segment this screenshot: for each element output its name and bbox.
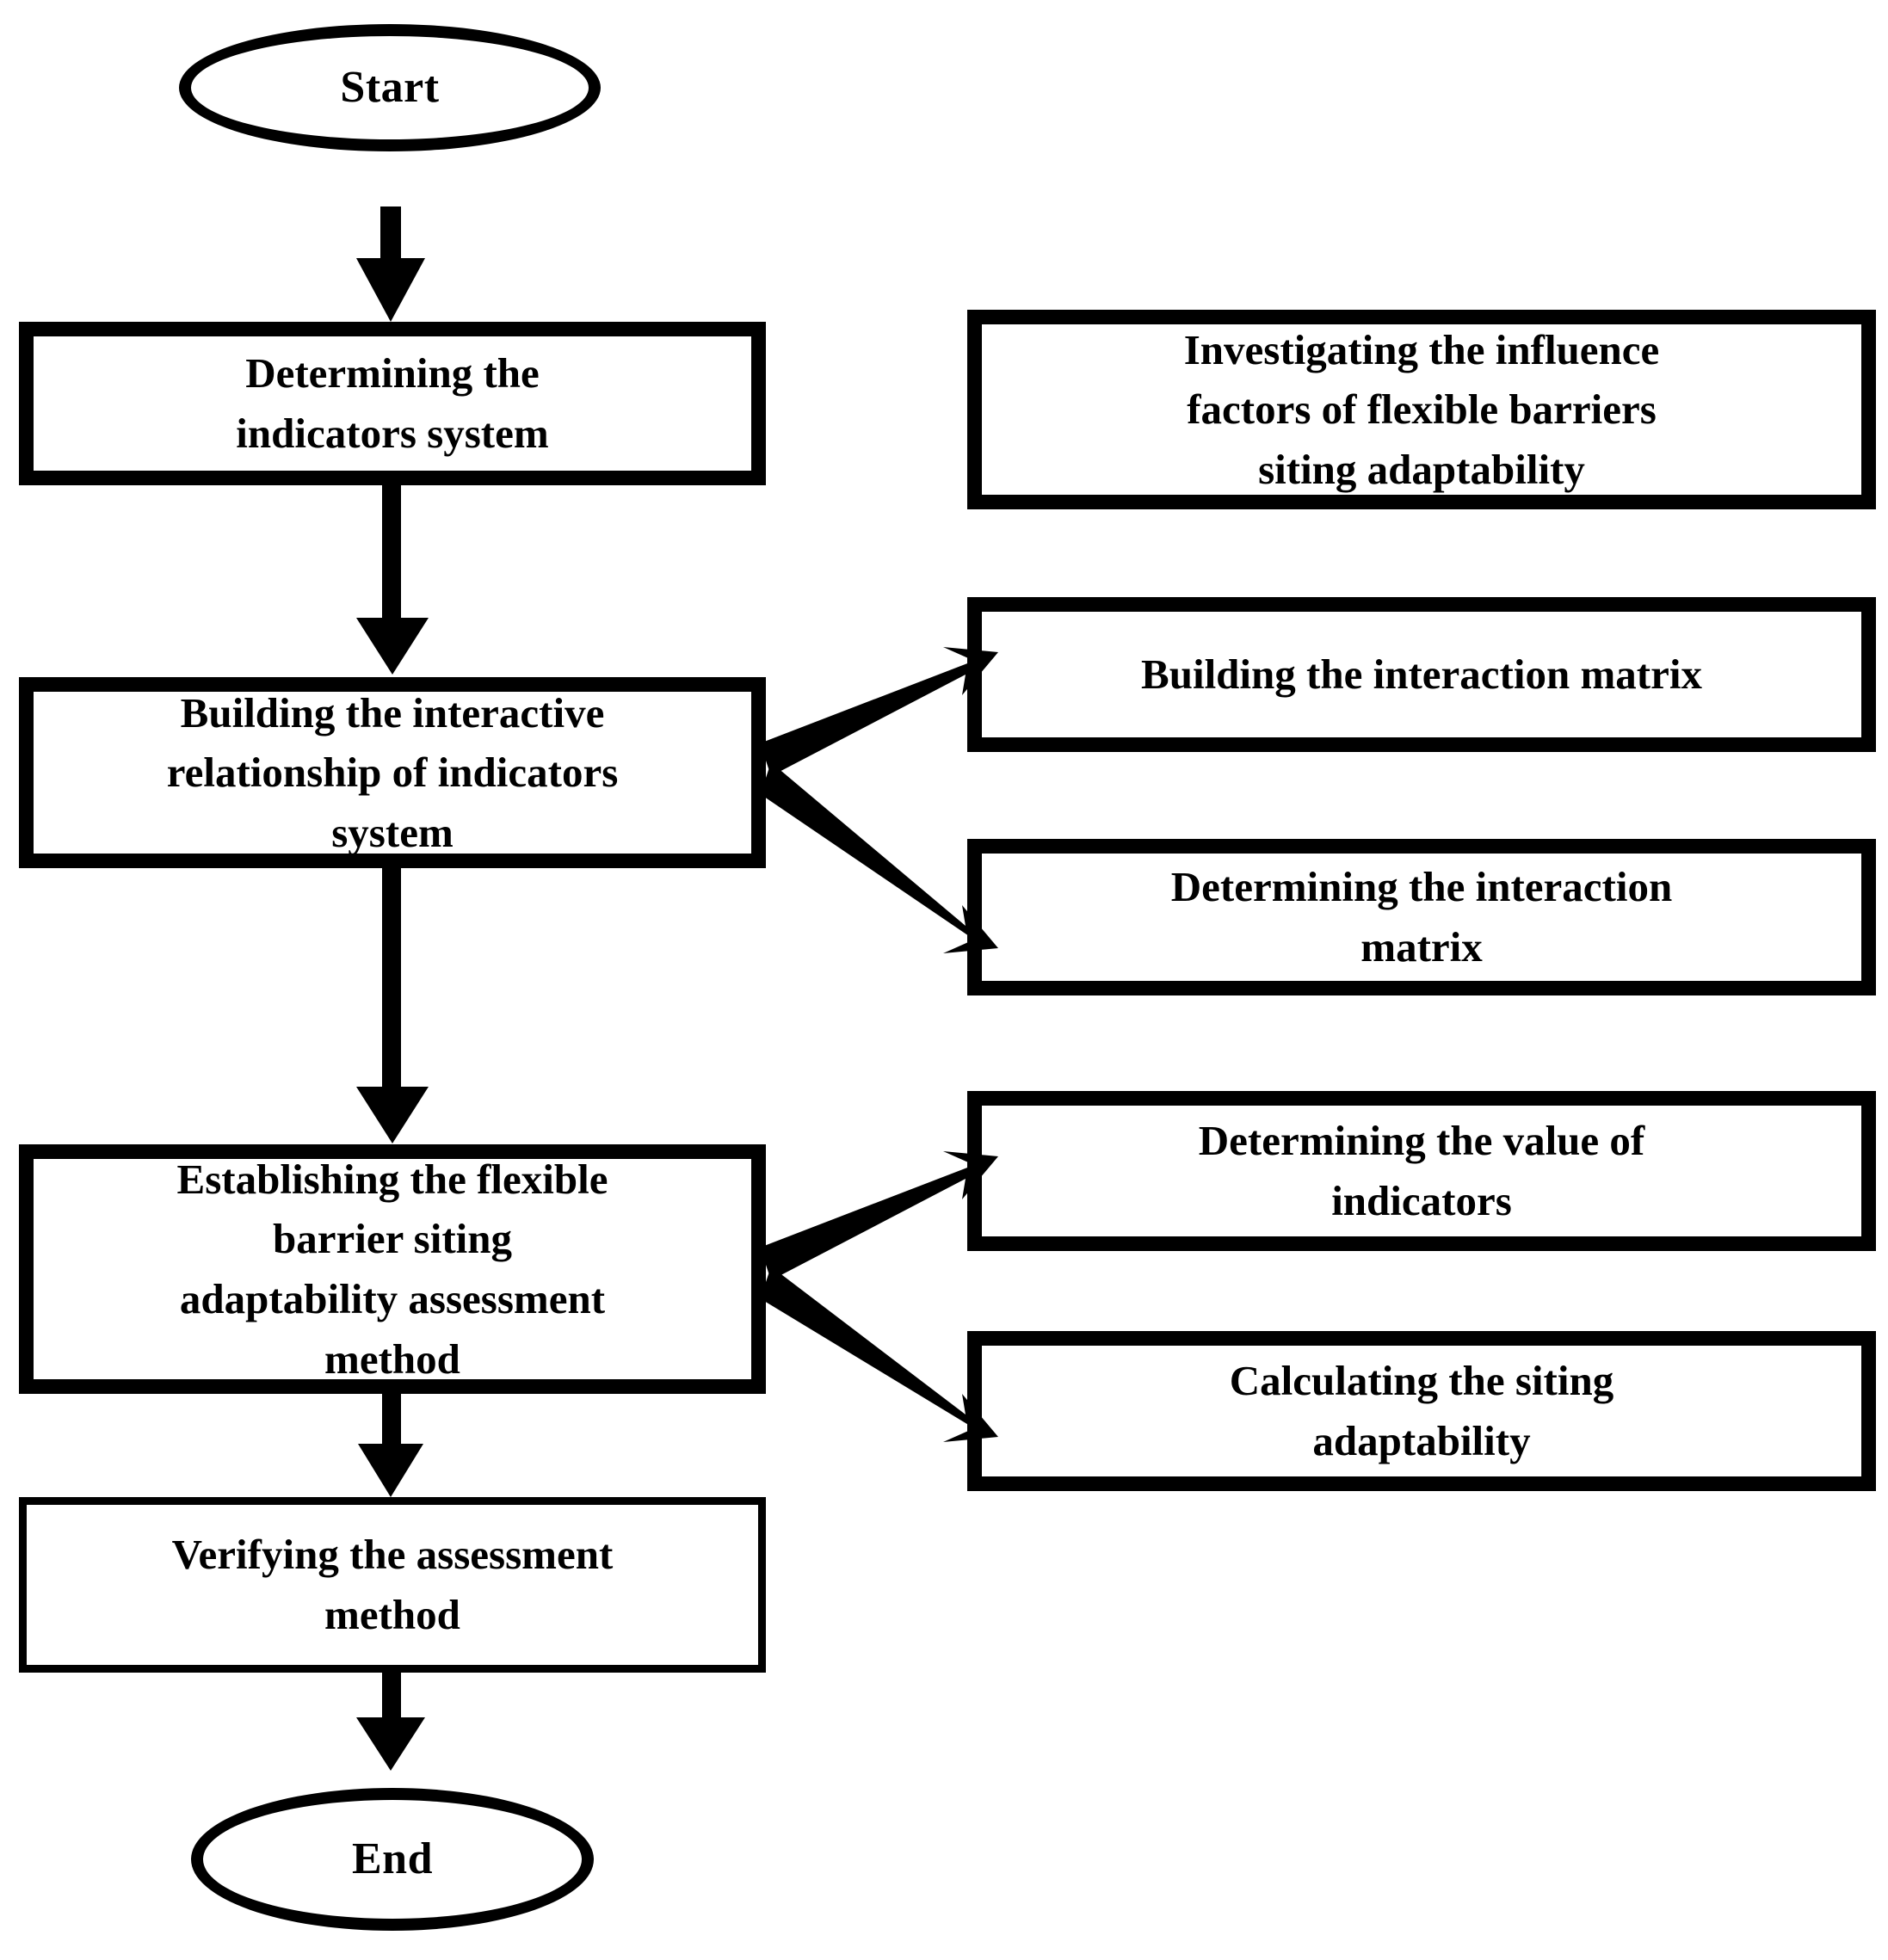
node-sub3-label: Determining the interaction matrix [1170,863,1673,971]
edge-step3-to-sub4-arrow [764,1151,998,1280]
edge-step2-to-sub3-arrow [764,762,998,953]
edge-step2-to-sub2-arrow [764,647,998,776]
node-step4-label: Verifying the assessment method [171,1531,614,1638]
node-building-interactive-relationship[interactable]: Building the interactive relationship of… [19,677,766,868]
node-sub4-label: Determining the value of indicators [1198,1117,1645,1224]
edge-step2-branch-arrows [764,647,998,953]
node-step1-label: Determining the indicators system [236,349,549,457]
node-building-interaction-matrix[interactable]: Building the interaction matrix [967,597,1876,752]
edge-step4-to-end-arrowhead [356,1717,425,1771]
edge-start-to-step1-arrowhead [356,258,425,322]
node-end[interactable]: End [191,1788,594,1931]
node-sub2-label: Building the interaction matrix [1141,650,1702,699]
node-determining-value-of-indicators[interactable]: Determining the value of indicators [967,1091,1876,1251]
node-step3-label: Establishing the flexible barrier siting… [176,1155,608,1383]
edge-step3-branch-arrows [764,1151,998,1442]
node-start-label: Start [340,62,440,112]
edge-step1-to-step2-arrowhead [356,618,429,675]
node-establishing-assessment-method[interactable]: Establishing the flexible barrier siting… [19,1144,766,1394]
edge-step2-to-step3-arrowhead [356,1087,429,1143]
edge-step3-to-sub5-arrow [764,1267,998,1442]
node-sub1-label: Investigating the influence factors of f… [1183,325,1660,493]
edge-step1-to-step2-line [382,485,401,645]
node-start[interactable]: Start [179,24,601,151]
edge-step3-to-step4-arrowhead [358,1444,423,1497]
node-sub5-label: Calculating the siting adaptability [1229,1357,1614,1464]
node-verifying-assessment-method[interactable]: Verifying the assessment method [19,1497,766,1673]
node-investigating-influence-factors[interactable]: Investigating the influence factors of f… [967,310,1876,509]
edge-step2-to-step3-line [382,868,401,1118]
node-calculating-siting-adaptability[interactable]: Calculating the siting adaptability [967,1331,1876,1491]
node-determining-interaction-matrix[interactable]: Determining the interaction matrix [967,839,1876,995]
node-end-label: End [351,1834,434,1883]
node-determining-indicators-system[interactable]: Determining the indicators system [19,322,766,485]
node-step2-label: Building the interactive relationship of… [166,688,619,856]
